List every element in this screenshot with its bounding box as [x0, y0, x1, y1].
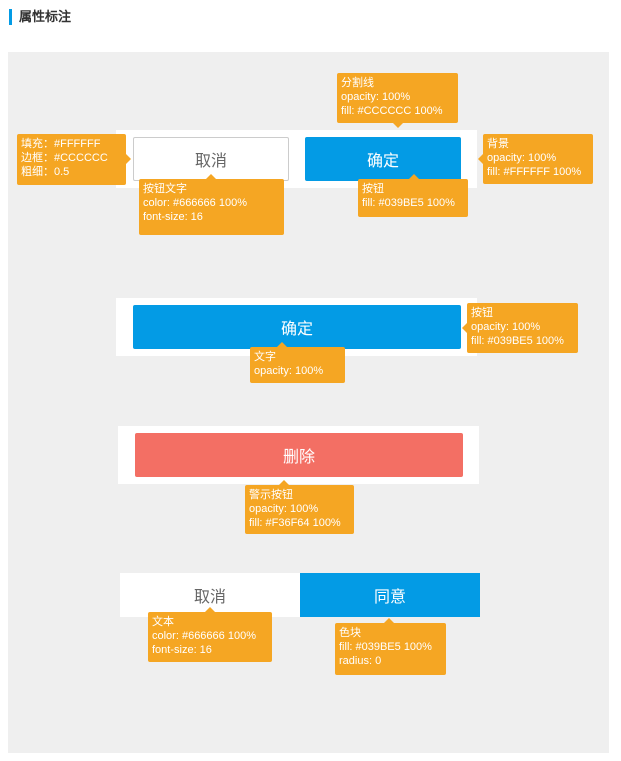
confirm-button[interactable]: 确定	[305, 137, 461, 181]
confirm-button[interactable]: 确定	[133, 305, 461, 349]
annotation-block-title: 色块	[339, 627, 361, 639]
annotation-pointer	[462, 323, 467, 333]
annotation-button-title: 按钮	[471, 307, 493, 319]
annotation-text: 文本 color: #666666 100% font-size: 16	[148, 607, 272, 662]
annotation-background-fill: fill: #FFFFFF 100%	[487, 166, 582, 178]
annotation-divider: 分割线 opacity: 100% fill: #CCCCCC 100%	[337, 73, 458, 128]
annotation-button-text: 按钮文字 color: #666666 100% font-size: 16	[139, 174, 284, 235]
annotation-text-size: font-size: 16	[152, 644, 212, 656]
annotation-text-opacity: opacity: 100%	[254, 365, 324, 377]
annotation-text-color: color: #666666 100%	[152, 630, 256, 642]
annotation-warning-title: 警示按钮	[249, 489, 293, 501]
annotation-pointer	[384, 618, 394, 623]
annotation-warning-opacity: opacity: 100%	[249, 503, 319, 515]
annotation-button-text-title: 按钮文字	[143, 183, 187, 195]
annotation-text: 文字 opacity: 100%	[250, 342, 345, 383]
annotation-block-fill: fill: #039BE5 100%	[339, 641, 432, 653]
annotation-pointer	[206, 174, 216, 179]
agree-button[interactable]: 同意	[300, 573, 480, 617]
delete-button[interactable]: 删除	[135, 433, 463, 477]
annotation-background-title: 背景	[487, 138, 509, 150]
annotation-pointer	[478, 154, 483, 164]
annotation-warning-button: 警示按钮 opacity: 100% fill: #F36F64 100%	[245, 480, 354, 534]
annotation-fill-spec: 填充：#FFFFFF	[21, 138, 101, 150]
annotation-pointer	[279, 480, 289, 485]
annotation-background-opacity: opacity: 100%	[487, 152, 557, 164]
annotation-pointer	[205, 607, 215, 612]
annotation-button-fill: fill: #039BE5 100%	[471, 335, 564, 347]
annotation-border-spec: 边框：#CCCCCC	[21, 152, 108, 164]
annotation-divider-title: 分割线	[341, 77, 374, 89]
annotation-divider-fill: fill: #CCCCCC 100%	[341, 105, 443, 117]
annotation-text-title: 文本	[152, 616, 174, 628]
annotation-pointer	[126, 154, 131, 164]
annotation-pointer	[277, 342, 287, 347]
annotation-background: 背景 opacity: 100% fill: #FFFFFF 100%	[478, 134, 593, 184]
annotation-button-fill: fill: #039BE5 100%	[362, 197, 455, 209]
annotation-button-text-color: color: #666666 100%	[143, 197, 247, 209]
annotation-button-title: 按钮	[362, 183, 384, 195]
annotation-color-block: 色块 fill: #039BE5 100% radius: 0	[335, 618, 446, 675]
annotation-block-radius: radius: 0	[339, 655, 382, 667]
annotation-divider-opacity: opacity: 100%	[341, 91, 411, 103]
annotation-pointer	[393, 123, 403, 128]
annotation-button-opacity: opacity: 100%	[471, 321, 541, 333]
annotation-outline-button: 填充：#FFFFFF 边框：#CCCCCC 粗细：0.5	[17, 134, 131, 185]
annotation-text-title: 文字	[254, 351, 276, 363]
annotation-button: 按钮 fill: #039BE5 100%	[358, 174, 468, 217]
annotation-weight-spec: 粗细：0.5	[21, 166, 70, 178]
page-title: 属性标注	[9, 9, 71, 25]
annotation-pointer	[409, 174, 419, 179]
annotation-button-text-size: font-size: 16	[143, 211, 203, 223]
annotation-warning-fill: fill: #F36F64 100%	[249, 517, 341, 529]
annotation-button: 按钮 opacity: 100% fill: #039BE5 100%	[462, 303, 578, 353]
